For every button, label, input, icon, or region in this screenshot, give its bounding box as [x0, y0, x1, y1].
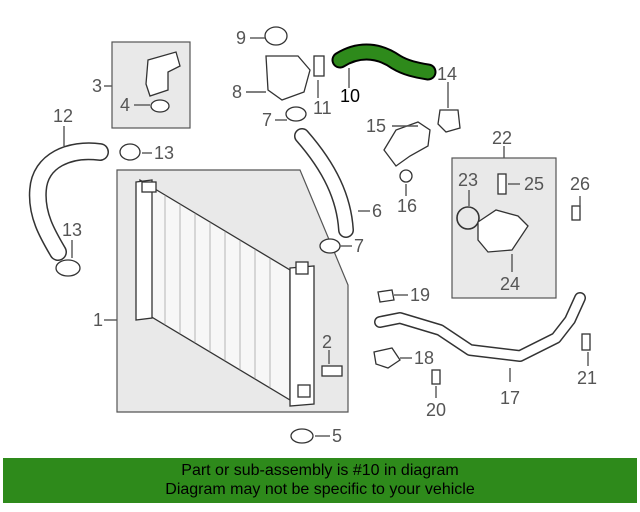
callout-6: 6 — [372, 201, 382, 221]
bolt-21 — [581, 333, 591, 351]
grommet-4 — [150, 99, 170, 113]
callout-18: 18 — [414, 348, 434, 368]
clamp-13-lower — [55, 259, 81, 277]
callout-24: 24 — [500, 274, 520, 294]
callout-1: 1 — [93, 310, 103, 330]
sensor-25 — [497, 173, 507, 195]
callout-25: 25 — [524, 174, 544, 194]
callout-12: 12 — [53, 106, 73, 126]
nut-19 — [377, 289, 395, 303]
bolt-26 — [571, 205, 581, 221]
callout-8: 8 — [232, 82, 242, 102]
bolt-20 — [431, 369, 441, 385]
sensor-11 — [313, 55, 325, 77]
banner-line-1: Part or sub-assembly is #10 in diagram — [181, 462, 459, 479]
callout-13-upper: 13 — [154, 143, 174, 163]
callout-14: 14 — [437, 64, 457, 84]
callout-15: 15 — [366, 116, 386, 136]
callout-9: 9 — [236, 28, 246, 48]
callout-19: 19 — [410, 285, 430, 305]
cap-9 — [264, 26, 288, 46]
callout-7-lower: 7 — [354, 236, 364, 256]
gasket-18 — [373, 347, 401, 369]
drain-plug-2 — [321, 365, 343, 377]
hose-6 — [295, 129, 353, 237]
clamp-13-upper — [119, 143, 141, 161]
leader-lines — [63, 37, 589, 437]
clamp-7-lower — [319, 238, 341, 254]
pipe-17 — [375, 293, 585, 361]
hose-12 — [30, 143, 108, 260]
callout-10: 10 — [340, 86, 360, 106]
seal-5 — [290, 428, 314, 444]
o-ring-23 — [456, 206, 480, 230]
callout-20: 20 — [426, 400, 446, 420]
callout-26: 26 — [570, 174, 590, 194]
callout-2: 2 — [322, 332, 332, 352]
callout-16: 16 — [397, 196, 417, 216]
callout-5: 5 — [332, 426, 342, 446]
callout-7-upper: 7 — [262, 110, 272, 130]
housing-8 — [265, 55, 311, 101]
callout-11: 11 — [313, 98, 332, 118]
callout-17: 17 — [500, 388, 520, 408]
callout-4: 4 — [120, 95, 130, 115]
callout-21: 21 — [577, 368, 597, 388]
nut-16 — [399, 169, 413, 183]
water-outlet-24 — [477, 209, 529, 253]
radiator-assembly — [116, 169, 349, 413]
info-banner: Part or sub-assembly is #10 in diagram D… — [3, 458, 637, 503]
banner-line-2: Diagram may not be specific to your vehi… — [165, 481, 475, 498]
hose-10 — [333, 45, 435, 79]
callout-3: 3 — [92, 76, 102, 96]
thermostat-14 — [437, 109, 461, 133]
callout-22: 22 — [492, 128, 512, 148]
cover-15 — [383, 121, 431, 167]
bracket-3 — [145, 51, 181, 97]
callout-23: 23 — [458, 170, 478, 190]
callout-13-lower: 13 — [62, 220, 82, 240]
callout-labels: 1 2 3 4 5 6 7 7 8 9 10 11 12 13 13 14 15… — [53, 28, 597, 446]
clamp-7-upper — [285, 106, 307, 122]
